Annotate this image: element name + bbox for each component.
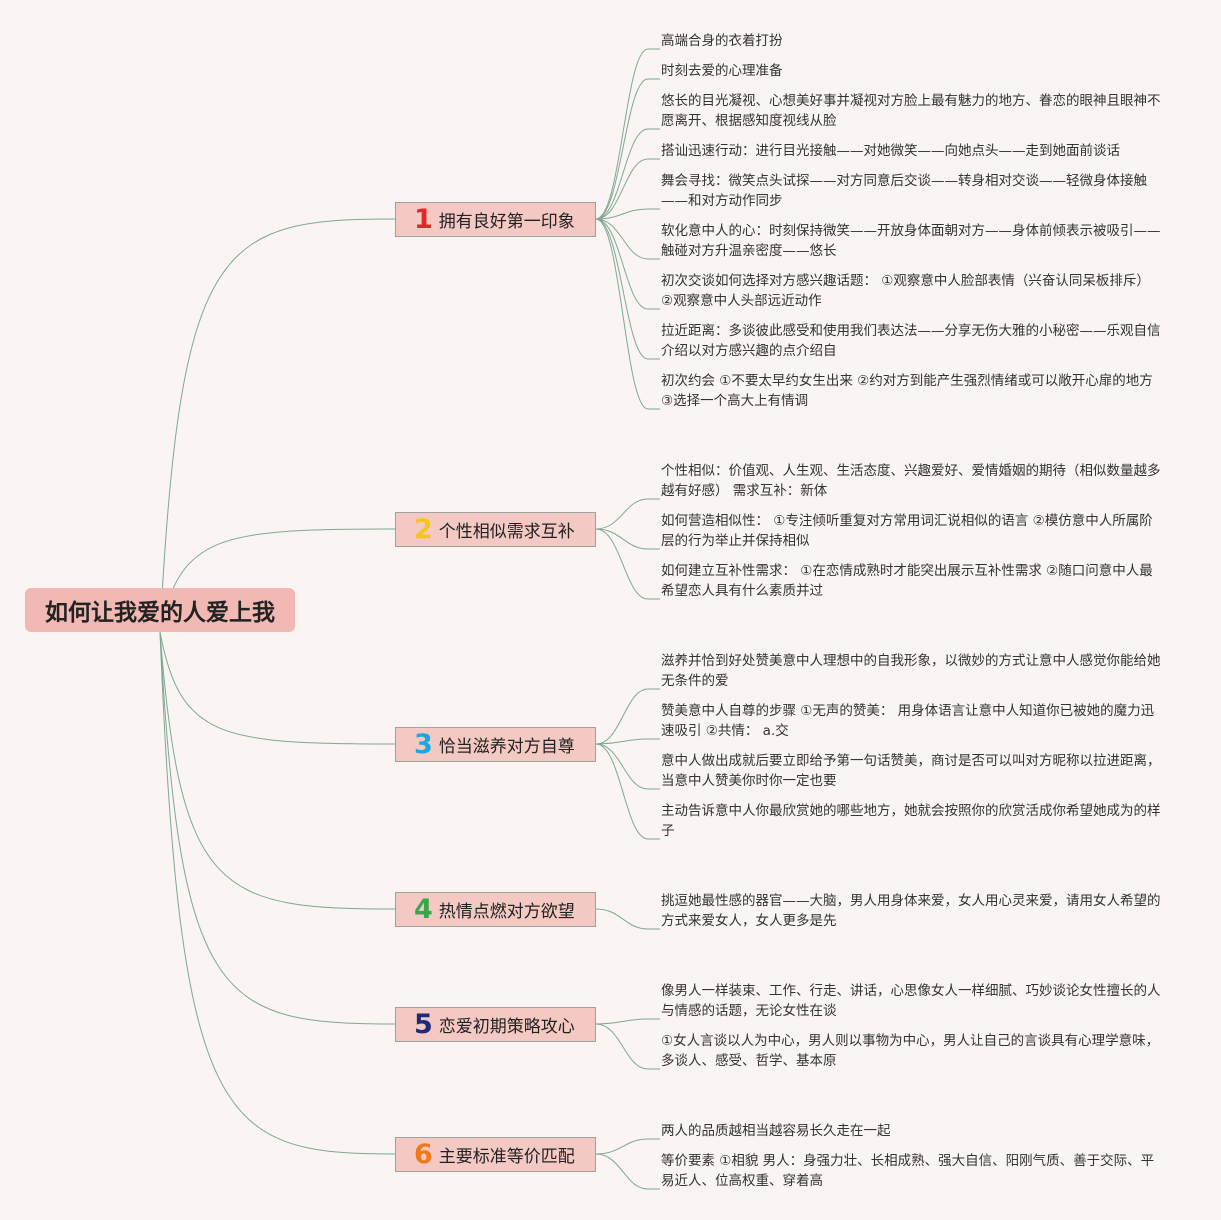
leaf-item[interactable]: 主动告诉意中人你最欣赏她的哪些地方，她就会按照你的欣赏活成你希望她成为的样子 bbox=[661, 803, 1161, 839]
branch-number: 3 bbox=[414, 729, 433, 760]
branch-label: 个性相似需求互补 bbox=[438, 522, 575, 542]
connector-line bbox=[595, 158, 660, 220]
leaf-item[interactable]: 如何营造相似性： ①专注倾听重复对方常用词汇说相似的语言 ②模仿意中人所属阶层的… bbox=[661, 513, 1153, 549]
leaf-item[interactable]: 挑逗她最性感的器官——大脑，男人用身体来爱，女人用心灵来爱，请用女人希望的方式来… bbox=[661, 893, 1161, 929]
connector-line bbox=[595, 218, 660, 410]
branch-label: 主要标准等价匹配 bbox=[438, 1147, 575, 1167]
connector-line bbox=[159, 631, 396, 745]
leaf-item[interactable]: 赞美意中人自尊的步骤 ①无声的赞美： 用身体语言让意中人知道你已被她的魔力迅速吸… bbox=[661, 703, 1155, 739]
root-topic[interactable]: 如何让我爱的人爱上我 bbox=[25, 588, 295, 632]
leaf-item[interactable]: ①女人言谈以人为中心，男人则以事物为中心，男人让自己的言谈具有心理学意味，多谈人… bbox=[661, 1033, 1160, 1069]
leaf-item[interactable]: 拉近距离：多谈彼此感受和使用我们表达法——分享无伤大雅的小秘密——乐观自信介绍以… bbox=[661, 323, 1161, 359]
leaf-item[interactable]: 舞会寻找：微笑点头试探——对方同意后交谈——转身相对交谈——轻微身体接触——和对… bbox=[661, 173, 1147, 209]
connector-line bbox=[159, 631, 396, 1155]
connector-line bbox=[595, 218, 660, 360]
leaf-item[interactable]: 悠长的目光凝视、心想美好事并凝视对方脸上最有魅力的地方、眷恋的眼神且眼神不愿离开… bbox=[661, 93, 1161, 129]
branch-label: 热情点燃对方欲望 bbox=[438, 902, 575, 922]
connector-line bbox=[595, 208, 660, 220]
leaf-item[interactable]: 初次约会 ①不要太早约女生出来 ②约对方到能产生强烈情绪或可以敞开心扉的地方 ③… bbox=[661, 373, 1153, 409]
leaf-item[interactable]: 时刻去爱的心理准备 bbox=[661, 63, 783, 79]
leaf-item[interactable]: 两人的品质越相当越容易长久走在一起 bbox=[661, 1123, 891, 1139]
connector-line bbox=[595, 1153, 660, 1190]
connector-line bbox=[595, 743, 660, 840]
connector-line bbox=[595, 688, 660, 745]
leaf-item[interactable]: 软化意中人的心：时刻保持微笑——开放身体面朝对方——身体前倾表示被吸引——触碰对… bbox=[661, 223, 1161, 259]
branch-number: 6 bbox=[414, 1139, 433, 1170]
connector-line bbox=[595, 498, 660, 530]
connector-line bbox=[595, 738, 660, 745]
branch-number: 1 bbox=[414, 204, 433, 235]
leaf-item[interactable]: 滋养并恰到好处赞美意中人理想中的自我形象，以微妙的方式让意中人感觉你能给她无条件… bbox=[661, 653, 1161, 689]
leaf-item[interactable]: 搭讪迅速行动：进行目光接触——对她微笑——向她点头——走到她面前谈话 bbox=[661, 143, 1120, 159]
connector-line bbox=[595, 1018, 660, 1025]
connector-line bbox=[595, 48, 660, 220]
connector-line bbox=[595, 78, 660, 220]
connector-line bbox=[595, 128, 660, 220]
branch-number: 5 bbox=[414, 1009, 433, 1040]
branch-label: 拥有良好第一印象 bbox=[438, 212, 575, 232]
leaf-item[interactable]: 等价要素 ①相貌 男人：身强力壮、长相成熟、强大自信、阳刚气质、善于交际、平易近… bbox=[661, 1153, 1155, 1189]
leaf-item[interactable]: 意中人做出成就后要立即给予第一句话赞美，商讨是否可以叫对方昵称以拉进距离，当意中… bbox=[661, 753, 1161, 789]
connector-line bbox=[159, 631, 396, 1025]
connector-line bbox=[595, 743, 660, 790]
connector-line bbox=[595, 528, 660, 550]
branch-label: 恋爱初期策略攻心 bbox=[438, 1017, 575, 1037]
connector-line bbox=[595, 528, 660, 600]
connector-line bbox=[595, 1138, 660, 1155]
connector-line bbox=[159, 218, 396, 633]
branch-number: 2 bbox=[414, 514, 433, 545]
leaf-item[interactable]: 如何建立互补性需求： ①在恋情成熟时才能突出展示互补性需求 ②随口问意中人最希望… bbox=[661, 563, 1153, 599]
connector-line bbox=[595, 218, 660, 260]
leaf-item[interactable]: 高端合身的衣着打扮 bbox=[661, 33, 783, 49]
leaf-item[interactable]: 像男人一样装束、工作、行走、讲话，心思像女人一样细腻、巧妙谈论女性擅长的人与情感… bbox=[661, 983, 1161, 1019]
branch-number: 4 bbox=[414, 894, 433, 925]
leaf-item[interactable]: 个性相似：价值观、人生观、生活态度、兴趣爱好、爱情婚姻的期待（相似数量越多越有好… bbox=[661, 463, 1161, 499]
leaf-item[interactable]: 初次交谈如何选择对方感兴趣话题： ①观察意中人脸部表情（兴奋认同呆板排斥） ②观… bbox=[661, 273, 1150, 309]
branch-label: 恰当滋养对方自尊 bbox=[438, 737, 575, 757]
connector-line bbox=[595, 1023, 660, 1070]
connector-line bbox=[595, 218, 660, 310]
connector-line bbox=[159, 631, 396, 910]
connector-line bbox=[595, 908, 660, 930]
